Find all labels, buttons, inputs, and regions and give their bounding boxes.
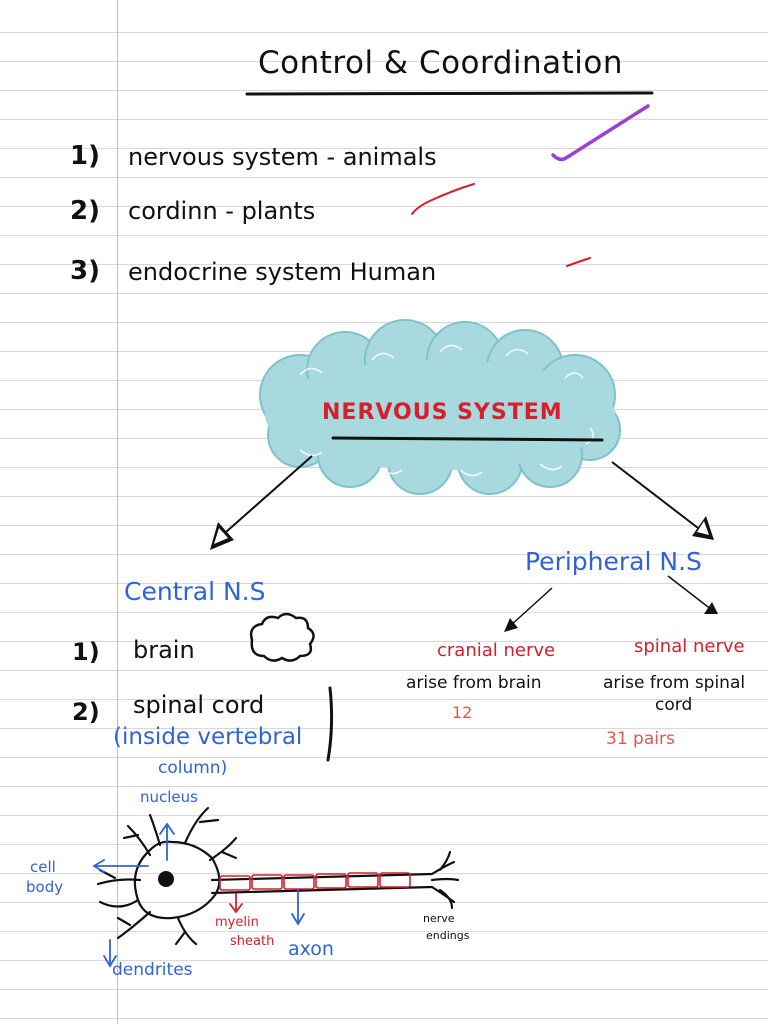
intro-item-2-text: cordinn - plants bbox=[128, 197, 316, 225]
neuron-outline bbox=[96, 806, 460, 946]
peripheral-heading: Peripheral N.S bbox=[525, 547, 702, 576]
cloud-title: NERVOUS SYSTEM bbox=[322, 400, 563, 425]
label-nerve-endings-line2: endings bbox=[426, 929, 470, 942]
label-cell-body-line1: cell bbox=[30, 858, 56, 876]
intro-item-2-number: 2) bbox=[70, 196, 100, 226]
purple-tick bbox=[551, 104, 650, 162]
spinal-nerve-desc-line2: cord bbox=[655, 695, 693, 715]
central-item-1-text: brain bbox=[133, 636, 195, 664]
cranial-nerve-count: 12 bbox=[452, 703, 473, 722]
cranial-nerve-desc: arise from brain bbox=[406, 673, 542, 693]
blue-label-arrows bbox=[92, 822, 305, 968]
label-cell-body-line2: body bbox=[26, 878, 64, 896]
arrow-to-peripheral bbox=[611, 461, 699, 529]
intro-item-3-number: 3) bbox=[70, 256, 100, 286]
label-nerve-endings-line1: nerve bbox=[423, 912, 455, 925]
cranial-nerve-label: cranial nerve bbox=[437, 640, 556, 661]
intro-item-1-number: 1) bbox=[70, 141, 100, 171]
intro-item-1-text: nervous system - animals bbox=[128, 143, 437, 171]
red-label-arrow bbox=[229, 893, 243, 914]
spinal-nerve-label: spinal nerve bbox=[634, 636, 745, 657]
red-tick-2 bbox=[566, 257, 591, 267]
margin-line bbox=[117, 0, 118, 1024]
spinal-nerve-desc-line1: arise from spinal bbox=[603, 673, 746, 693]
red-tick-1 bbox=[411, 183, 475, 215]
arrow-to-central bbox=[225, 455, 313, 533]
central-note-line2: column) bbox=[158, 758, 228, 778]
label-myelin-line1: myelin bbox=[215, 915, 259, 930]
central-note-line1: (inside vertebral bbox=[113, 724, 303, 750]
central-item-1-number: 1) bbox=[72, 638, 100, 666]
label-myelin-line2: sheath bbox=[230, 934, 275, 949]
label-dendrites: dendrites bbox=[112, 960, 193, 980]
label-axon: axon bbox=[288, 938, 334, 960]
central-item-2-text: spinal cord bbox=[133, 691, 265, 719]
nucleus-dot bbox=[158, 871, 174, 887]
central-heading: Central N.S bbox=[124, 577, 266, 606]
spinal-nerve-count: 31 pairs bbox=[606, 729, 675, 749]
page-title: Control & Coordination bbox=[258, 45, 624, 81]
central-item-2-number: 2) bbox=[72, 698, 100, 726]
myelin-segments bbox=[219, 872, 411, 891]
label-nucleus: nucleus bbox=[140, 788, 198, 806]
intro-item-3-text: endocrine system Human bbox=[128, 258, 437, 286]
